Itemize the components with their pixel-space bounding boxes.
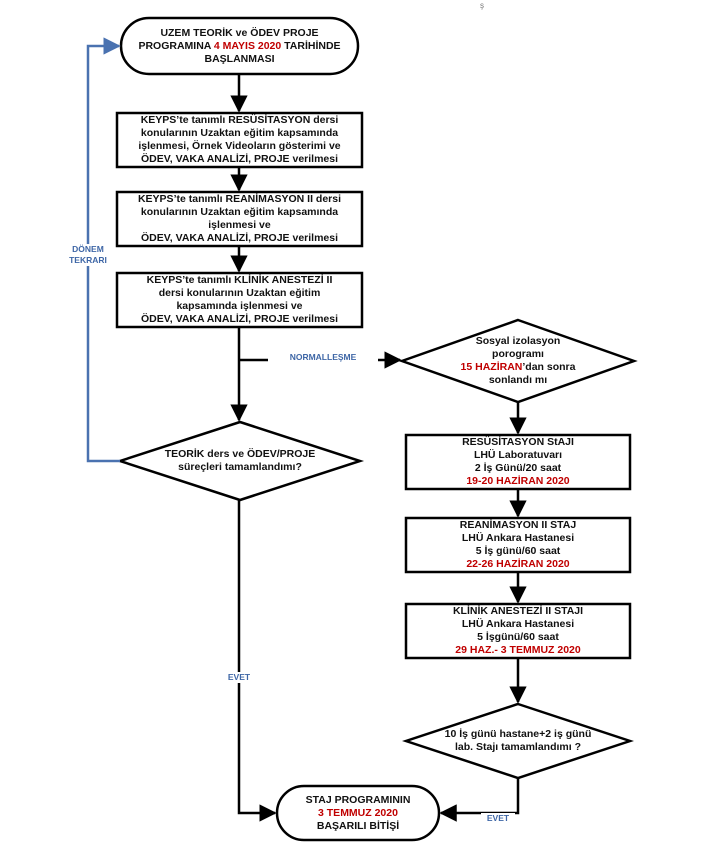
start-line-3: BAŞLANMASI [204, 52, 275, 65]
label-evet-right-text: EVET [486, 813, 510, 823]
staj-resusitasyon-place: LHÜ Laboratuvarı [473, 449, 563, 461]
end-line-1: STAJ PROGRAMININ [305, 793, 411, 806]
end-terminal-text: STAJ PROGRAMININ 3 TEMMUZ 2020 BAŞARILI … [277, 786, 439, 840]
staj-klinik-duration: 5 İşgünü/60 saat [477, 631, 559, 643]
start-line-1: UZEM TEORİK ve ÖDEV PROJE [160, 26, 319, 39]
box-klinik-line-1: KEYPS’te tanımlı KLİNİK ANESTEZİ II [146, 274, 333, 286]
box-reanimasyon-line-4: ÖDEV, VAKA ANALİZİ, PROJE verilmesi [140, 232, 339, 244]
start-terminal-text: UZEM TEORİK ve ÖDEV PROJE PROGRAMINA 4 M… [121, 18, 358, 74]
box-klinik-line-4: ÖDEV, VAKA ANALİZİ, PROJE verilmesi [140, 313, 339, 325]
label-donem: DÖNEM [72, 244, 104, 254]
staj-resusitasyon-dates: 19-20 HAZİRAN 2020 [466, 475, 570, 487]
decision-staj-line-1: 10 İş günü hastane+2 iş günü [444, 728, 592, 740]
label-tekrari: TEKRARI [69, 255, 107, 265]
box-reanimasyon-line-3: işlenmesi ve [208, 219, 271, 231]
start-date: 4 MAYIS 2020 [213, 39, 282, 52]
decision-sosyal-line-2: porogramı [492, 348, 544, 360]
staj-resusitasyon: RESÜSİTASYON StAJI LHÜ Laboratuvarı 2 İş… [406, 435, 630, 489]
label-evet-left: EVET [222, 672, 256, 683]
box-resusitasyon-line-1: KEYPS’te tanımlı RESÜSİTASYON dersi [140, 114, 339, 126]
arrow-teorik-to-end-left [237, 500, 277, 822]
staj-reanimasyon-title: REANİMASYON II STAJ [459, 519, 577, 531]
label-normallesme-text: NORMALLEŞME [289, 352, 357, 362]
header-fragment: ş [452, 0, 512, 10]
decision-teorik-line-2: süreçleri tamamlandımı? [178, 461, 302, 473]
box-klinik-line-3: kapsamında işlenmesi ve [176, 300, 303, 312]
box-reanimasyon: KEYPS’te tanımlı REANİMASYON II dersi ko… [117, 192, 362, 246]
decision-teorik-line-1: TEORİK ders ve ÖDEV/PROJE [164, 448, 316, 460]
staj-resusitasyon-title: RESÜSİTASYON StAJI [462, 436, 574, 448]
decision-teorik: TEORİK ders ve ÖDEV/PROJE süreçleri tama… [140, 441, 340, 481]
label-normallesme: NORMALLEŞME [268, 352, 378, 363]
end-date: 3 TEMMUZ 2020 [318, 806, 398, 819]
box-klinik: KEYPS’te tanımlı KLİNİK ANESTEZİ II ders… [117, 273, 362, 327]
label-evet-right: EVET [481, 813, 515, 824]
label-donem-tekrari: DÖNEM TEKRARI [62, 244, 114, 266]
box-resusitasyon-line-2: konularının Uzaktan eğitim kapsamında [140, 127, 339, 139]
staj-klinik-shape [404, 602, 632, 660]
staj-klinik: KLİNİK ANESTEZİ II STAJI LHÜ Ankara Hast… [406, 604, 630, 658]
box-klinik-shape [115, 271, 364, 329]
staj-reanimasyon-dates: 22-26 HAZİRAN 2020 [466, 558, 570, 570]
staj-klinik-dates: 29 HAZ.- 3 TEMMUZ 2020 [455, 644, 581, 656]
box-resusitasyon: KEYPS’te tanımlı RESÜSİTASYON dersi konu… [117, 113, 362, 167]
decision-sosyal-line-3: 15 HAZİRAN’dan sonra [461, 361, 576, 374]
staj-reanimasyon-shape [404, 516, 632, 574]
start-line-2b: TARİHİNDE [284, 39, 341, 52]
staj-reanimasyon: REANİMASYON II STAJ LHÜ Ankara Hastanesi… [406, 518, 630, 572]
box-resusitasyon-shape [115, 111, 364, 169]
decision-sosyal-date: 15 HAZİRAN [460, 361, 523, 373]
box-reanimasyon-line-1: KEYPS’te tanımlı REANİMASYON II dersi [137, 193, 342, 205]
decision-sosyal: Sosyal izolasyon porogramı 15 HAZİRAN’da… [428, 332, 608, 390]
staj-klinik-title: KLİNİK ANESTEZİ II STAJI [452, 605, 584, 617]
staj-resusitasyon-shape [404, 433, 632, 491]
decision-sosyal-line-1: Sosyal izolasyon [475, 335, 561, 347]
staj-resusitasyon-duration: 2 İş Günü/20 saat [474, 462, 562, 474]
decision-staj-line-2: lab. Stajı tamamlandımı ? [454, 741, 582, 753]
staj-reanimasyon-place: LHÜ Ankara Hastanesi [461, 532, 575, 544]
start-line-2a: PROGRAMINA [138, 39, 211, 52]
arrow-decision-to-end-right [439, 778, 520, 822]
decision-sosyal-line-4: sonlandı mı [488, 374, 548, 386]
box-klinik-line-2: dersi konularının Uzaktan eğitim [158, 287, 321, 299]
label-evet-left-text: EVET [227, 672, 251, 682]
box-resusitasyon-line-4: ÖDEV, VAKA ANALİZİ, PROJE verilmesi [140, 153, 339, 165]
header-fragment-text: ş [480, 0, 484, 10]
staj-klinik-place: LHÜ Ankara Hastanesi [461, 618, 575, 630]
box-reanimasyon-shape [115, 190, 364, 248]
box-resusitasyon-line-3: işlenmesi, Örnek Videoların gösterimi ve [138, 140, 341, 152]
staj-reanimasyon-duration: 5 İş günü/60 saat [475, 545, 561, 557]
end-terminal [275, 784, 441, 842]
decision-staj: 10 İş günü hastane+2 iş günü lab. Stajı … [428, 721, 608, 761]
start-line-2: PROGRAMINA 4 MAYIS 2020 TARİHİNDE [138, 40, 340, 53]
end-line-3: BAŞARILI BİTİŞİ [316, 819, 400, 832]
decision-sosyal-line-3b: ’dan sonra [522, 361, 576, 373]
box-reanimasyon-line-2: konularının Uzaktan eğitim kapsamında [140, 206, 339, 218]
